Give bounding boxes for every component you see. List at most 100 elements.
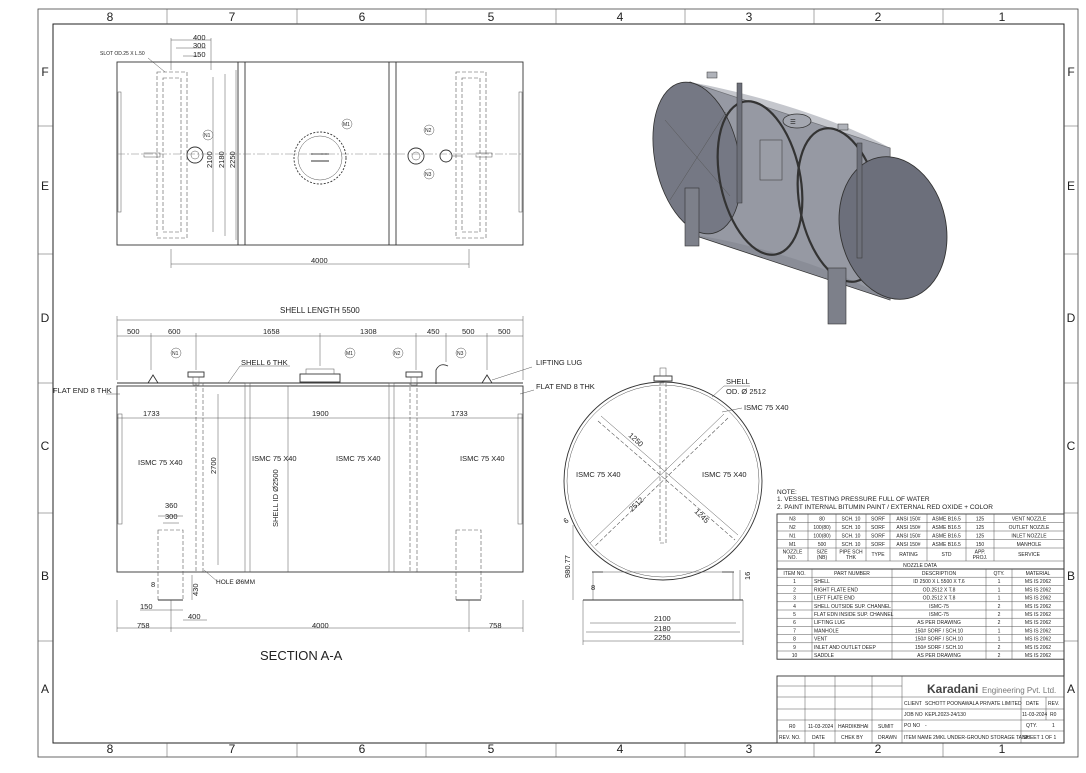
end-dim-2180: 2180: [654, 624, 671, 633]
notes-title: NOTE:: [777, 489, 797, 496]
company-logo-name: Karadani: [927, 682, 978, 696]
zone-row-right-E: E: [1067, 179, 1075, 193]
zone-col-bottom-1: 1: [999, 742, 1006, 756]
parts-cell: 1: [793, 579, 796, 585]
parts-cell: SHELL OUTSIDE SUP. CHANNEL: [814, 604, 891, 610]
plan-dim-400: 400: [193, 33, 206, 42]
tb-date-label: DATE: [1026, 701, 1040, 707]
section-top-dim-7: 500: [498, 327, 511, 336]
inner-frame: [52, 23, 1065, 744]
nozzle-header: THK: [846, 555, 857, 561]
parts-cell: 150# SORF / SCH.10: [915, 637, 963, 643]
tb-date: 11-03-2024: [1022, 712, 1047, 718]
section-ismc-mid1: ISMC 75 X40: [252, 454, 297, 463]
section-mid-dim-3: 1733: [451, 409, 468, 418]
tb-head-drawn: DRAWN: [878, 735, 897, 741]
section-tag-m1: M1: [346, 351, 353, 357]
parts-cell: RIGHT FLATE END: [814, 587, 858, 593]
zone-row-left-B: B: [41, 569, 49, 583]
manhole-mark: ☰: [790, 119, 796, 126]
zone-col-bottom-7: 7: [229, 742, 236, 756]
tb-job: KEPL2023-24/130: [925, 712, 966, 718]
nozzle-cell: MANHOLE: [1017, 542, 1042, 548]
nozzle-cell: ASME B16.5: [932, 542, 961, 548]
section-tag-n1-circle: [170, 347, 182, 359]
nozzle-cell: ANSI 150#: [896, 525, 920, 531]
parts-cell: AS PER DRAWING: [917, 653, 961, 659]
plan-slot-label: SLOT OD.25 X L.50: [100, 51, 145, 57]
parts-cell: 4: [793, 604, 796, 610]
nozzle-cell: 125: [976, 525, 985, 531]
parts-cell: LIFTING LUG: [814, 620, 845, 626]
zone-col-top-5: 5: [488, 10, 495, 24]
plan-dim-150: 150: [193, 50, 206, 59]
zone-row-left-D: D: [41, 311, 50, 325]
parts-cell: 2: [998, 645, 1001, 651]
nozzle-cell: M1: [789, 542, 796, 548]
tb-po-label: PO NO: [904, 723, 920, 729]
tb-head-rev: REV. NO.: [779, 735, 801, 741]
section-top-dim-2: 600: [168, 327, 181, 336]
notes-line-2: 2. PAINT INTERNAL BITUMIN PAINT / EXTERN…: [777, 504, 993, 511]
tb-job-label: JOB NO: [904, 712, 923, 718]
plan-nozzle-tags: [202, 118, 435, 180]
nozzle-header: PIPE SCH: [839, 550, 863, 556]
parts-cell: 5: [793, 612, 796, 618]
nozzle-cell: ANSI 150#: [896, 533, 920, 539]
zone-col-top-7: 7: [229, 10, 236, 24]
section-tag-n1: N1: [172, 351, 179, 357]
zone-row-right-B: B: [1067, 569, 1075, 583]
nozzle-cell: 150: [976, 542, 985, 548]
zone-row-right-C: C: [1067, 439, 1076, 453]
zone-col-top-3: 3: [746, 10, 753, 24]
parts-cell: MS IS 2062: [1025, 587, 1051, 593]
parts-cell: MS IS 2062: [1025, 579, 1051, 585]
parts-cell: INLET AND OUTLET DEEP: [814, 645, 876, 651]
company-logo-suffix: Engineering Pvt. Ltd.: [982, 686, 1056, 695]
end-dim-16: 16: [743, 572, 752, 580]
nozzle-cell: ASME B16.5: [932, 525, 961, 531]
zone-row-left-F: F: [41, 65, 48, 79]
parts-cell: SHELL: [814, 579, 830, 585]
plan-dim-300: 300: [193, 41, 206, 50]
section-tag-n2: N2: [394, 351, 401, 357]
isometric-tank-view: ☰: [652, 71, 948, 325]
parts-cell: 1: [998, 628, 1001, 634]
section-tag-m1-circle: [344, 347, 356, 359]
section-mid-dim-2: 1900: [312, 409, 329, 418]
parts-cell: 1: [998, 596, 1001, 602]
section-dim-4000: 4000: [312, 621, 329, 630]
nozzle-cell: INLET NOZZLE: [1011, 533, 1047, 539]
zone-row-right-A: A: [1067, 682, 1075, 696]
nozzle-cell: ASME B16.5: [932, 516, 961, 522]
tb-rev: R0: [1050, 712, 1057, 718]
tb-rev-label: REV.: [1048, 701, 1059, 707]
zone-col-top-8: 8: [107, 10, 114, 24]
section-dim-150: 150: [140, 602, 153, 611]
parts-cell: 2: [793, 587, 796, 593]
nozzle-header: RATING: [899, 552, 918, 558]
zone-row-left-A: A: [41, 682, 49, 696]
zone-col-top-6: 6: [359, 10, 366, 24]
nozzle-cell: SCH. 10: [842, 542, 861, 548]
parts-header: DESCRIPTION: [922, 571, 957, 577]
end-dim-2250: 2250: [654, 633, 671, 642]
section-hole: HOLE Ø6MM: [216, 579, 255, 586]
parts-cell: MS IS 2062: [1025, 637, 1051, 643]
nozzle-cell: SORF: [871, 533, 885, 539]
nozzle-header: APP.: [975, 550, 986, 556]
end-dim-8: 8: [591, 583, 595, 592]
tb-qty: 1: [1052, 723, 1055, 729]
parts-cell: 2: [998, 620, 1001, 626]
plan-tag-m1: M1: [343, 122, 350, 128]
section-ismc-right: ISMC 75 X40: [460, 454, 505, 463]
nozzle-cell: 100(80): [813, 533, 831, 539]
parts-cell: 1: [998, 587, 1001, 593]
tb-sheet: SHEET 1 OF 1: [1023, 735, 1056, 741]
nozzle-cell: N3: [789, 516, 796, 522]
nozzle-header: SIZE: [816, 550, 828, 556]
